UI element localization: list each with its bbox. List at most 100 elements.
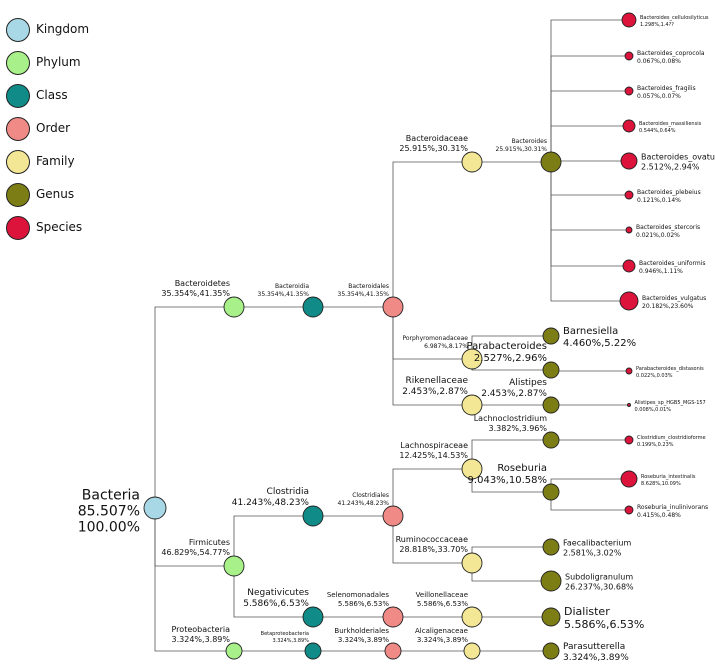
node-stats-p_distasonis: 0.022%,0.03% xyxy=(636,373,673,379)
node-stats-b_ovatus: 2.512%,2.94% xyxy=(641,162,700,171)
node-circle-proteobacteria xyxy=(225,642,243,660)
edge-bacteroidales-bacteroidaceae xyxy=(392,161,472,307)
legend-item-genus: Genus xyxy=(6,183,166,211)
node-stats-bacteroides: 25.915%,30.31% xyxy=(496,146,548,153)
node-name-porphyromonadaceae: Porphyromonadaceae xyxy=(402,335,468,342)
node-name-barnesiella: Barnesiella xyxy=(563,326,618,337)
legend-swatch-kingdom xyxy=(6,18,30,42)
legend-item-family: Family xyxy=(6,150,166,178)
edge-bacteroidales-porphyromonadaceae xyxy=(392,307,472,360)
node-name-r_hominis: Roseburia_inulinivorans xyxy=(637,504,708,511)
node-name-burkholderiales: Burkholderiales xyxy=(334,627,389,635)
node-extra-bacteria: 100.00% xyxy=(78,520,140,536)
node-circle-bacteroidales xyxy=(382,296,404,318)
node-circle-bacteroidia xyxy=(302,296,324,318)
node-stats-clostridiales: 41.243%,48.23% xyxy=(338,500,390,507)
edge-ruminococcaceae-subdoligranulum xyxy=(471,563,551,582)
edge-clostridiales-ruminococcaceae xyxy=(392,516,472,564)
legend-label-class: Class xyxy=(36,88,68,102)
node-stats-proteobacteria: 3.324%,3.89% xyxy=(172,635,231,644)
node-circle-barnesiella xyxy=(542,327,560,345)
node-stats-selenomonadales: 5.586%,6.53% xyxy=(338,600,390,608)
node-name-b_vulgatus: Bacteroides_vulgatus xyxy=(642,295,706,302)
node-circle-parasutterella xyxy=(542,642,560,660)
node-stats-clostridia: 41.243%,48.23% xyxy=(232,498,310,508)
node-name-subdoligranulum: Subdoligranulum xyxy=(565,572,633,581)
node-circle-b_ovatus xyxy=(620,152,638,170)
node-circle-bacteroidaceae xyxy=(461,151,483,173)
legend-swatch-phylum xyxy=(6,51,30,75)
node-stats-roseburia: 9.043%,10.58% xyxy=(468,475,547,486)
node-circle-lachnospiraceae xyxy=(461,458,483,480)
node-stats-bacteroidales: 35.354%,41.35% xyxy=(338,291,390,298)
node-name-b_plebeius: Bacteroides_plebeius xyxy=(637,189,701,196)
tree-nodes: Bacteria85.507%100.00%Bacteroidetes35.35… xyxy=(78,12,715,663)
node-circle-veillonellaceae xyxy=(461,606,483,628)
node-name-dialister: Dialister xyxy=(564,605,610,618)
node-stats-veillonellaceae: 5.586%,6.53% xyxy=(417,600,469,608)
node-stats-bacteroidetes: 35.354%,41.35% xyxy=(161,289,230,298)
node-name-bacteroidia: Bacteroidia xyxy=(275,283,309,290)
legend-swatch-family xyxy=(6,150,30,174)
node-name-parabacteroides: Parabacteroides xyxy=(467,341,548,352)
node-stats-faecalibacterium: 2.581%,3.02% xyxy=(563,548,622,557)
node-stats-parabacteroides: 2.527%,2.96% xyxy=(474,353,547,364)
node-stats-b_fragilis: 0.057%,0.07% xyxy=(637,93,681,100)
node-name-alcaligenaceae: Alcaligenaceae xyxy=(415,627,468,635)
node-stats-alistipes: 2.453%,2.87% xyxy=(481,389,547,399)
node-circle-dialister xyxy=(541,607,561,627)
node-circle-firmicutes xyxy=(223,555,245,577)
node-stats-firmicutes: 46.829%,54.77% xyxy=(161,548,230,557)
node-name-b_massiliensis: Bacteroides_massiliensis xyxy=(639,121,702,127)
legend-label-phylum: Phylum xyxy=(36,55,81,69)
node-circle-betaproteobacteria xyxy=(304,642,322,660)
node-stats-r_hominis: 0.415%,0.48% xyxy=(637,512,681,519)
node-name-lachnoclostridium: Lachnoclostridium xyxy=(474,414,547,423)
node-circle-b_massiliensis xyxy=(622,119,636,133)
node-name-lachnospiraceae: Lachnospiraceae xyxy=(400,441,468,450)
legend-item-kingdom: Kingdom xyxy=(6,18,166,46)
node-name-b_fragilis: Bacteroides_fragilis xyxy=(637,85,696,92)
node-circle-c_clostridioforme xyxy=(624,435,634,445)
node-stats-bacteroidia: 35.354%,41.35% xyxy=(258,291,310,298)
edge-roseburia-r_hominis xyxy=(550,492,629,511)
node-name-parasutterella: Parasutterella xyxy=(563,642,625,652)
node-circle-r_hominis xyxy=(624,505,634,515)
edge-ruminococcaceae-faecalibacterium xyxy=(471,546,551,563)
node-name-b_stercoris: Bacteroides_stercoris xyxy=(636,224,700,231)
node-circle-b_coprocola xyxy=(624,51,634,61)
node-name-roseburia: Roseburia xyxy=(497,463,547,474)
node-stats-porphyromonadaceae: 6.987%,8.17% xyxy=(424,343,468,350)
node-stats-dialister: 5.586%,6.53% xyxy=(564,618,644,631)
edge-bacteroides-b_fragilis xyxy=(550,90,629,162)
edge-clostridiales-lachnospiraceae xyxy=(392,468,472,516)
node-circle-b_vulgatus xyxy=(619,291,639,311)
legend-item-order: Order xyxy=(6,117,166,145)
node-name-b_ovatus: Bacteroides_ovatus xyxy=(641,152,715,161)
edge-firmicutes-negativicutes xyxy=(233,566,313,618)
node-stats-b_massiliensis: 0.544%,0.64% xyxy=(639,128,676,134)
node-name-b_uniformis: Bacteroides_uniformis xyxy=(639,260,706,267)
legend-label-kingdom: Kingdom xyxy=(36,22,90,36)
node-name-proteobacteria: Proteobacteria xyxy=(172,625,231,634)
node-stats-b_cellulosilyticus: 1.298%,1.4?? xyxy=(640,22,674,28)
